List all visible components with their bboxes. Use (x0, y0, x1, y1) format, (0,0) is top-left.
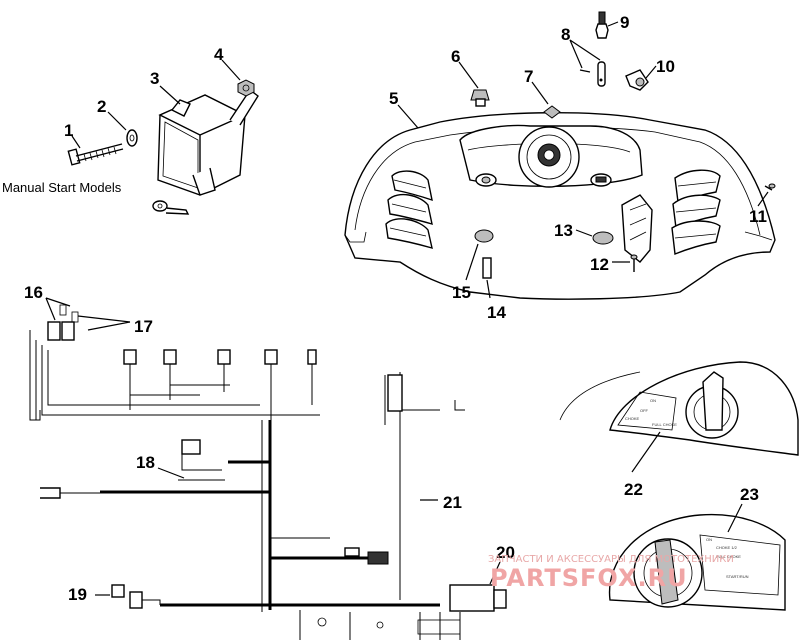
grommet-left (474, 229, 494, 243)
indicator-lens (543, 105, 561, 119)
callout-23: 23 (740, 485, 759, 504)
bolt (67, 143, 124, 166)
mounting-bracket (625, 69, 649, 91)
callout-7: 7 (524, 67, 533, 86)
leader-lines (45, 21, 769, 596)
callout-13: 13 (554, 221, 573, 240)
rubber-cap (470, 89, 490, 107)
nut (237, 79, 255, 97)
switch-label-choke-half: CHOKE 1/2 (716, 545, 738, 550)
pin-clip (579, 61, 606, 87)
callout-12: 12 (590, 255, 609, 274)
switch-label-off: OFF (640, 408, 649, 413)
callout-2: 2 (97, 97, 106, 116)
switch-label-on: ON (650, 398, 656, 403)
callout-14: 14 (487, 303, 506, 322)
ignition-switch-detail-lower: ON CHOKE 1/2 FULL CHOKE START/RUN (608, 513, 786, 611)
callout-11: 11 (749, 207, 767, 226)
watermark-brand: PARTSFOX.RU (490, 564, 688, 592)
callout-21: 21 (443, 493, 462, 512)
callout-18: 18 (136, 453, 155, 472)
callout-4: 4 (214, 45, 224, 64)
switch-label-choke: CHOKE (625, 416, 640, 421)
cdi-box (157, 88, 259, 196)
switch-label-start-run: START/RUN (726, 574, 749, 579)
watermark-tagline: ЗАПЧАСТИ И АКСЕССУАРЫ ДЛЯ МОТОТЕХНИКИ (488, 554, 734, 565)
callout-5: 5 (389, 89, 398, 108)
callout-16: 16 (24, 283, 43, 302)
dash-panel (344, 112, 776, 300)
washer (126, 129, 138, 147)
callout-9: 9 (620, 13, 629, 32)
manual-start-caption: Manual Start Models (2, 180, 122, 195)
callout-20: 20 (496, 543, 515, 562)
switch-label-on-lower: ON (706, 537, 712, 542)
callout-22: 22 (624, 480, 643, 499)
ground-terminal (152, 200, 190, 215)
switch-label-full-choke-lower: FULL CHOKE (716, 554, 741, 559)
callout-numbers: 1 2 3 4 5 6 7 8 9 10 11 12 13 14 15 16 1… (24, 13, 767, 604)
bulb (595, 11, 609, 39)
callout-3: 3 (150, 69, 159, 88)
callout-6: 6 (451, 47, 460, 66)
callout-17: 17 (134, 317, 153, 336)
callout-10: 10 (656, 57, 675, 76)
callout-1: 1 (64, 121, 73, 140)
callout-8: 8 (561, 25, 570, 44)
ignition-switch-detail-upper: OFF ON CHOKE FULL CHOKE (559, 361, 799, 456)
callout-15: 15 (452, 283, 471, 302)
cdi-box-assembly: Manual Start Models (2, 79, 259, 215)
wiring-harness (29, 304, 507, 640)
callout-19: 19 (68, 585, 87, 604)
watermark: ЗАПЧАСТИ И АКСЕССУАРЫ ДЛЯ МОТОТЕХНИКИ PA… (488, 554, 734, 592)
screw-small (764, 183, 776, 191)
grommet (592, 231, 614, 245)
lamp-socket (482, 257, 492, 279)
switch-label-full-choke: FULL CHOKE (652, 422, 677, 427)
screw (630, 254, 638, 272)
